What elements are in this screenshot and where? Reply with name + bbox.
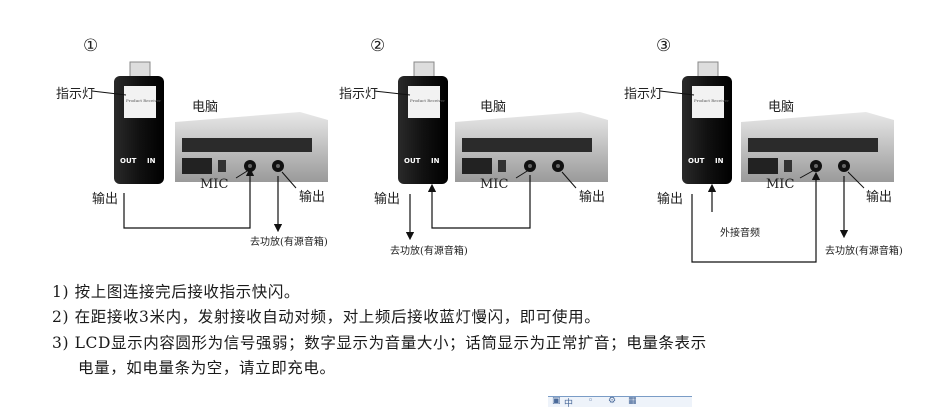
laptop-photo	[175, 112, 328, 182]
out-port-label: OUT	[120, 157, 137, 165]
output-left-label: 输出	[92, 192, 119, 207]
step-number-3: ③	[656, 36, 672, 56]
mic-label: MIC	[766, 177, 795, 192]
ime-taskbar[interactable]: 中 ▣ ◦ ⚙ ▦	[548, 396, 692, 409]
out-port-label: OUT	[688, 157, 705, 165]
diagram-1	[91, 61, 328, 233]
diagram-2	[373, 61, 608, 241]
step-number-2: ②	[370, 36, 386, 56]
external-audio-label: 外接音频	[720, 228, 760, 239]
receiver-dongle	[398, 61, 448, 184]
laptop-photo	[455, 112, 608, 182]
receiver-dongle	[682, 61, 732, 184]
instruction-3-continued: 电量，如电量条为空，请立即充电。	[78, 359, 336, 377]
diagram-3	[659, 61, 894, 263]
dongle-label: Product Receiver	[410, 98, 446, 103]
settings-icon[interactable]: ⚙	[608, 396, 617, 406]
in-port-label: IN	[715, 157, 724, 165]
instruction-3: 3) LCD显示内容圆形为信号强弱；数字显示为音量大小；话筒显示为正常扩音；电量…	[52, 334, 707, 352]
indicator-label: 指示灯	[339, 87, 379, 102]
instruction-1: 1) 按上图连接完后接收指示快闪。	[52, 283, 301, 301]
ime-mode-label[interactable]: 中	[564, 399, 574, 409]
amp-label: 去功放(有源音箱)	[390, 246, 468, 257]
dongle-label: Product Receiver	[126, 98, 162, 103]
ime-icon: ▣	[552, 396, 561, 406]
mic-label: MIC	[200, 177, 229, 192]
mic-label: MIC	[480, 177, 509, 192]
receiver-dongle	[114, 61, 164, 184]
computer-label: 电脑	[480, 100, 507, 115]
keyboard-icon[interactable]: ▦	[628, 396, 637, 406]
output-left-label: 输出	[374, 192, 401, 207]
output-left-label: 输出	[657, 192, 684, 207]
output-right-label: 输出	[866, 190, 893, 205]
in-port-label: IN	[431, 157, 440, 165]
punctuation-icon[interactable]: ◦	[588, 396, 594, 406]
amp-label: 去功放(有源音箱)	[825, 246, 903, 257]
indicator-label: 指示灯	[56, 87, 96, 102]
amp-label: 去功放(有源音箱)	[250, 237, 328, 248]
instruction-2: 2) 在距接收3米内，发射接收自动对频，对上频后接收蓝灯慢闪，即可使用。	[52, 308, 601, 326]
in-port-label: IN	[147, 157, 156, 165]
output-right-label: 输出	[579, 190, 606, 205]
dongle-label: Product Receiver	[694, 98, 730, 103]
computer-label: 电脑	[192, 100, 219, 115]
indicator-label: 指示灯	[624, 87, 664, 102]
out-port-label: OUT	[404, 157, 421, 165]
computer-label: 电脑	[768, 100, 795, 115]
output-right-label: 输出	[299, 190, 326, 205]
step-number-1: ①	[83, 36, 99, 56]
laptop-photo	[741, 112, 894, 182]
